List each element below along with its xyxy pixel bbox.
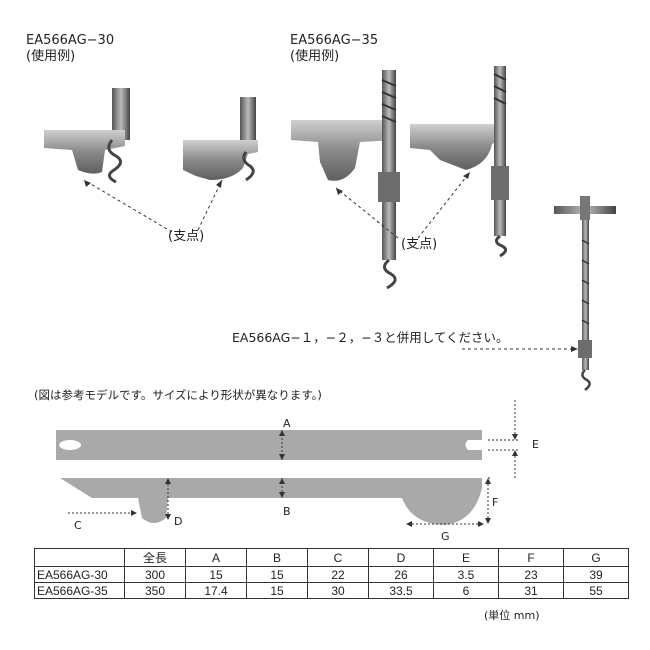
table-cell: 300	[124, 566, 186, 583]
dim-label-a: A	[283, 417, 291, 430]
table-cell: EA566AG-30	[34, 566, 125, 583]
model-label-35: EA566AG−35	[290, 33, 379, 48]
dim-label-d: D	[174, 515, 183, 528]
table-cell: 26	[368, 566, 434, 583]
combo-note: EA566AG−１，−２，−３と併用してください。	[232, 330, 509, 345]
table-cell: 23	[498, 566, 564, 583]
table-cell: 6	[433, 582, 499, 599]
table-cell: 33.5	[368, 582, 434, 599]
table-row: EA566AG-30 300 15 15 22 26 3.5 23 39	[34, 566, 629, 583]
dim-label-b: B	[283, 505, 291, 518]
tap-holder-tool	[554, 196, 616, 391]
dim-label-g: G	[441, 530, 450, 543]
table-header-cell: F	[498, 548, 564, 567]
table-cell: 55	[563, 582, 629, 599]
dim-label-c: C	[74, 519, 82, 532]
usage-label-35: (使用例)	[290, 49, 340, 64]
table-cell: 15	[246, 566, 308, 583]
table-cell: 3.5	[433, 566, 499, 583]
model-label-30: EA566AG−30	[26, 33, 115, 48]
table-header-cell: 全長	[124, 548, 186, 567]
table-header-cell: E	[433, 548, 499, 567]
table-header-cell: C	[307, 548, 369, 567]
table-header-cell: D	[368, 548, 434, 567]
fulcrum-label-30: (支点)	[168, 229, 205, 244]
photo-30-left	[44, 88, 130, 184]
table-header-cell: A	[185, 548, 247, 567]
spec-table: 全長 A B C D E F G EA566AG-30 300 15 15 22…	[34, 548, 629, 599]
table-header-cell	[34, 548, 125, 567]
table-header-cell: B	[246, 548, 308, 567]
photo-35-right	[410, 66, 509, 258]
diagram-note: (図は参考モデルです。サイズにより形状が異なります。)	[34, 388, 322, 402]
dim-label-e: E	[532, 438, 539, 451]
table-cell: 22	[307, 566, 369, 583]
fulcrum-label-35: (支点)	[401, 237, 438, 252]
usage-label-30: (使用例)	[26, 49, 76, 64]
usage-photos	[44, 66, 616, 391]
unit-note: (単位 mm)	[484, 609, 540, 622]
table-cell: 31	[498, 582, 564, 599]
table-header-row: 全長 A B C D E F G	[34, 548, 629, 567]
dimension-diagram	[56, 400, 520, 527]
photo-35-left	[291, 70, 400, 290]
fulcrum-arrows	[83, 171, 575, 350]
dim-label-f: F	[492, 496, 499, 509]
photo-30-right	[183, 97, 258, 182]
table-cell: 17.4	[185, 582, 247, 599]
table-cell: EA566AG-35	[34, 582, 125, 599]
table-row: EA566AG-35 350 17.4 15 30 33.5 6 31 55	[34, 582, 629, 599]
table-header-cell: G	[563, 548, 629, 567]
table-cell: 15	[246, 582, 308, 599]
table-cell: 15	[185, 566, 247, 583]
table-cell: 39	[563, 566, 629, 583]
table-cell: 350	[124, 582, 186, 599]
table-cell: 30	[307, 582, 369, 599]
